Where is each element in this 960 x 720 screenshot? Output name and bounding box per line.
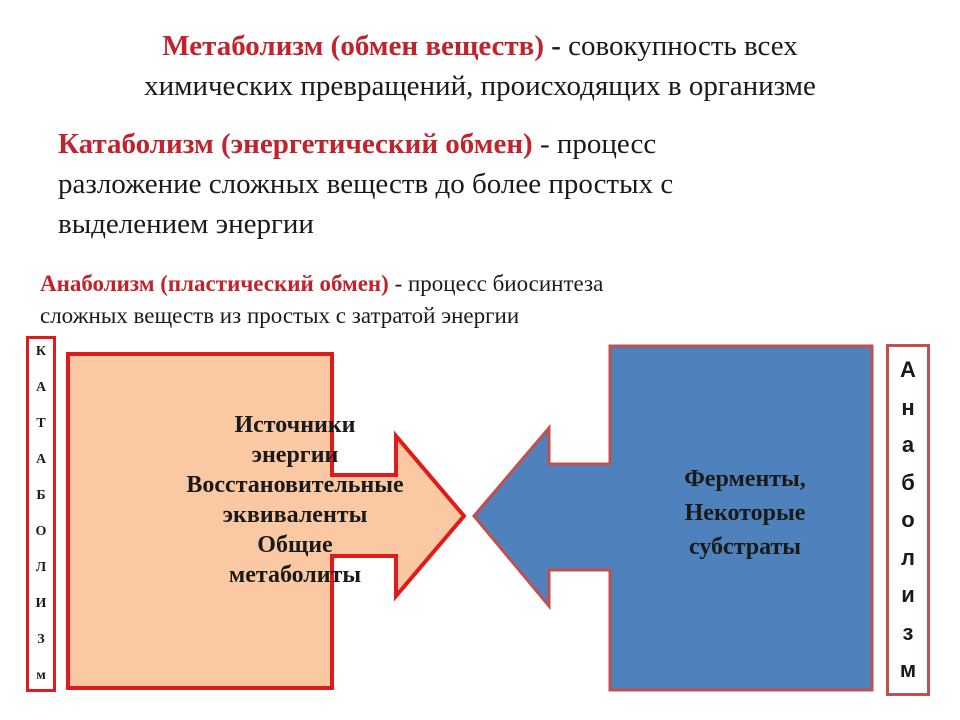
vertical-letter: Б [36,488,46,503]
vertical-letter: н [901,394,915,420]
dash: - [532,128,557,160]
anabolism-desc-2: сложных веществ из простых с затратой эн… [40,303,520,328]
metabolism-definition: Метаболизм (обмен веществ) - совокупност… [40,26,920,106]
anabolism-arrow [472,344,874,692]
vertical-letter: л [901,544,915,570]
vertical-letter: О [35,524,47,539]
vertical-letter: б [901,469,915,495]
metabolism-desc-1: совокупность всех [568,30,798,62]
products-line: Общие [257,532,333,558]
products-line: энергии [251,442,339,468]
anabolism-term: Анаболизм (пластический обмен) [40,271,389,296]
anabolism-definition: Анаболизм (пластический обмен) - процесс… [40,268,900,332]
vertical-letter: А [35,452,47,467]
products-line: Источники [234,412,356,438]
catabolism-desc-1: процесс [556,128,657,160]
products-line: эквиваленты [222,502,368,528]
vertical-letter: З [37,632,45,647]
dash: - [388,271,408,296]
vertical-letter: о [901,507,915,532]
products-line: Восстановительные [186,472,404,498]
anabolism-desc-1: процесс биосинтеза [408,271,604,296]
inputs-line: субстраты [688,534,801,560]
vertical-letter: А [900,357,916,382]
vertical-letter: И [35,596,47,611]
metabolism-term: Метаболизм (обмен веществ) [162,30,544,62]
vertical-letter: Т [36,416,46,431]
catabolism-desc-2: разложение сложных веществ до более прос… [58,168,674,200]
products-line: метаболиты [228,562,362,588]
inputs-line: Некоторые [684,500,806,526]
vertical-letter: а [901,432,915,457]
vertical-letter: м [899,657,917,682]
catabolism-products-text: Источники энергии Восстановительные экви… [140,410,450,590]
vertical-letter: К [35,344,47,359]
catabolism-definition: Катаболизм (энергетический обмен) - проц… [58,124,898,244]
vertical-letter: Л [35,560,47,575]
vertical-letter: А [35,380,47,395]
dash: - [544,30,569,62]
catabolism-arrow [66,352,467,690]
inputs-line: Ферменты, [684,466,806,492]
vertical-letter: и [901,582,915,607]
catabolism-desc-3: выделением энергии [58,208,314,240]
anabolism-inputs-text: Ферменты, Некоторые субстраты [640,462,850,564]
metabolism-desc-2: химических превращений, происходящих в о… [144,70,816,102]
vertical-letter: з [902,619,914,645]
vertical-letter: м [36,668,46,683]
catabolism-term: Катаболизм (энергетический обмен) [58,128,533,160]
